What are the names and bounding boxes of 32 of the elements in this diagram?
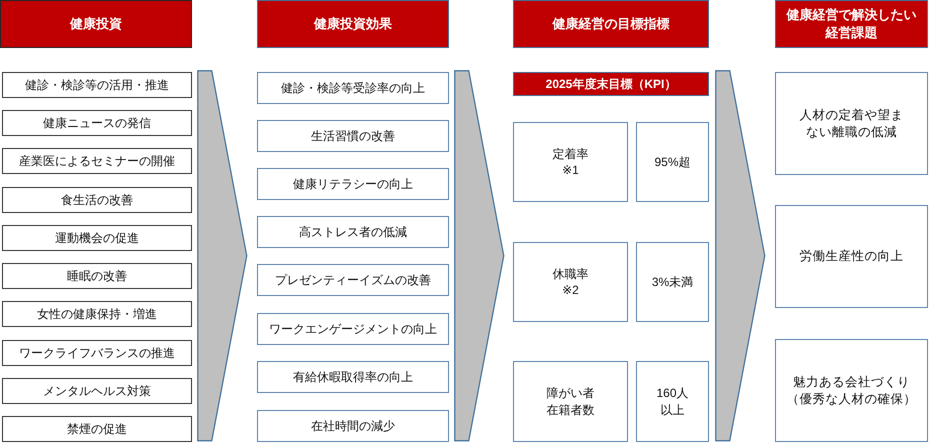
item-box: ワークライフバランスの推進: [2, 340, 192, 366]
column-header: 健康経営の目標指標: [513, 0, 709, 48]
item-box: 産業医によるセミナーの開催: [2, 148, 192, 174]
item-box: メンタルヘルス対策: [2, 378, 192, 404]
issue-box: 魅力ある会社づくり（優秀な人材の確保）: [775, 339, 928, 442]
item-box: 健康ニュースの発信: [2, 110, 192, 136]
kpi-value-box: 160人以上: [636, 361, 709, 442]
column-header: 健康投資: [0, 0, 192, 48]
kpi-label-box: 定着率※1: [513, 122, 628, 202]
item-box: プレゼンティーイズムの改善: [257, 264, 449, 296]
column-header: 健康経営で解決したい経営課題: [775, 0, 928, 48]
column-header: 健康投資効果: [257, 0, 449, 48]
item-box: ワークエンゲージメントの向上: [257, 313, 449, 345]
kpi-value-box: 3%未満: [636, 242, 709, 322]
item-box: 禁煙の促進: [2, 416, 192, 442]
kpi-label-box: 障がい者在籍者数: [513, 361, 628, 442]
kpi-value-box: 95%超: [636, 122, 709, 202]
issue-box: 労働生産性の向上: [775, 205, 928, 308]
item-box: 有給休暇取得率の向上: [257, 361, 449, 393]
issue-box: 人材の定着や望まない離職の低減: [775, 72, 928, 175]
item-box: 健康リテラシーの向上: [257, 168, 449, 200]
item-box: 睡眠の改善: [2, 263, 192, 289]
item-box: 運動機会の促進: [2, 225, 192, 251]
kpi-banner: 2025年度末目標（KPI）: [513, 72, 709, 96]
item-box: 健診・検診等受診率の向上: [257, 72, 449, 104]
item-box: 在社時間の減少: [257, 410, 449, 442]
item-box: 女性の健康保持・増進: [2, 301, 192, 327]
item-box: 健診・検診等の活用・推進: [2, 72, 192, 98]
item-box: 高ストレス者の低減: [257, 216, 449, 248]
item-box: 生活習慣の改善: [257, 120, 449, 152]
kpi-label-box: 休職率※2: [513, 242, 628, 322]
item-box: 食生活の改善: [2, 187, 192, 213]
